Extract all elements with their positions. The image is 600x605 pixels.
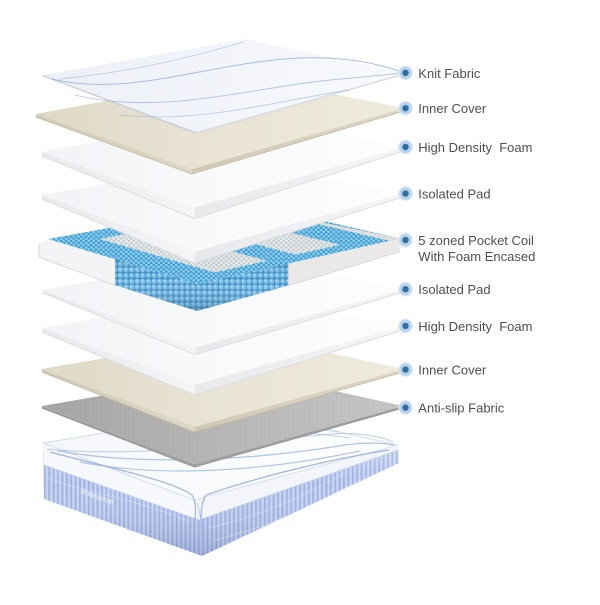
svg-text:Isolated Pad: Isolated Pad	[418, 282, 490, 297]
svg-text:With Foam Encased: With Foam Encased	[418, 249, 535, 264]
svg-text:High Density Foam: High Density Foam	[418, 319, 532, 334]
svg-text:High Density Foam: High Density Foam	[418, 140, 532, 155]
svg-text:Anti-slip Fabric: Anti-slip Fabric	[418, 401, 504, 416]
svg-text:Knit Fabric: Knit Fabric	[418, 66, 481, 81]
svg-text:5 zoned Pocket Coil: 5 zoned Pocket Coil	[418, 233, 534, 248]
svg-text:Inner Cover: Inner Cover	[418, 363, 487, 378]
svg-text:Isolated Pad: Isolated Pad	[418, 187, 490, 202]
svg-text:Inner Cover: Inner Cover	[418, 101, 487, 116]
